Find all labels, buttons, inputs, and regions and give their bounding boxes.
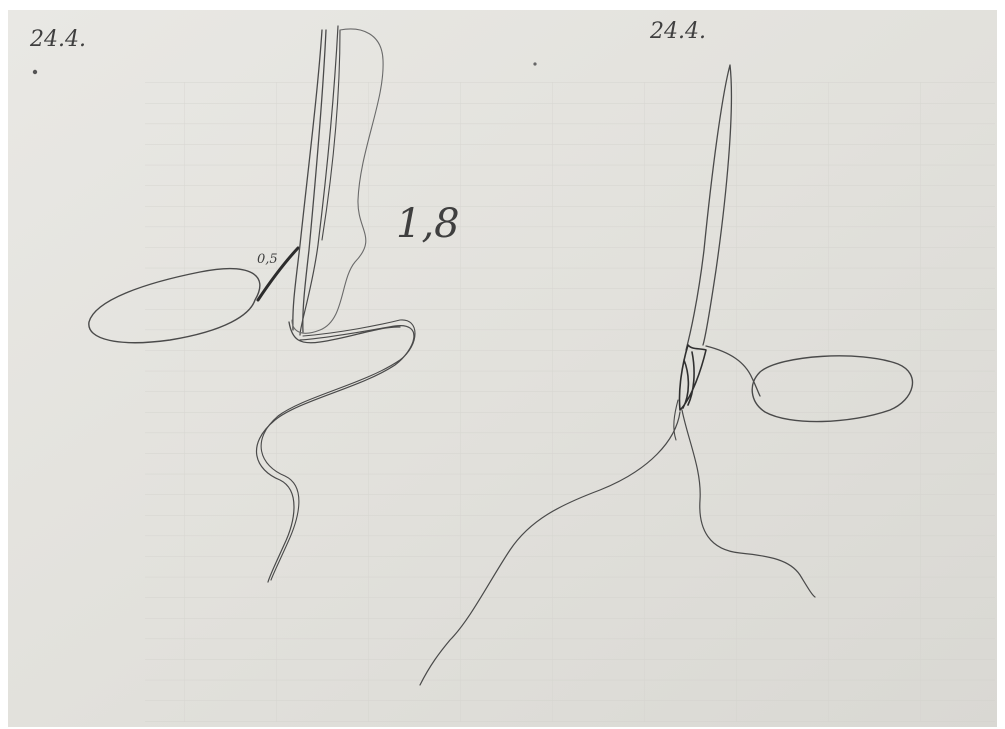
small-measure-label: 0,5 bbox=[257, 252, 278, 267]
paper-grid bbox=[145, 82, 995, 722]
pencil-dot-1 bbox=[33, 70, 37, 74]
left-date-label: 24.4. bbox=[29, 27, 86, 52]
length-label: 1,8 bbox=[396, 201, 460, 247]
pencil-dot-2 bbox=[533, 62, 536, 65]
right-date-label: 24.4. bbox=[649, 19, 706, 44]
